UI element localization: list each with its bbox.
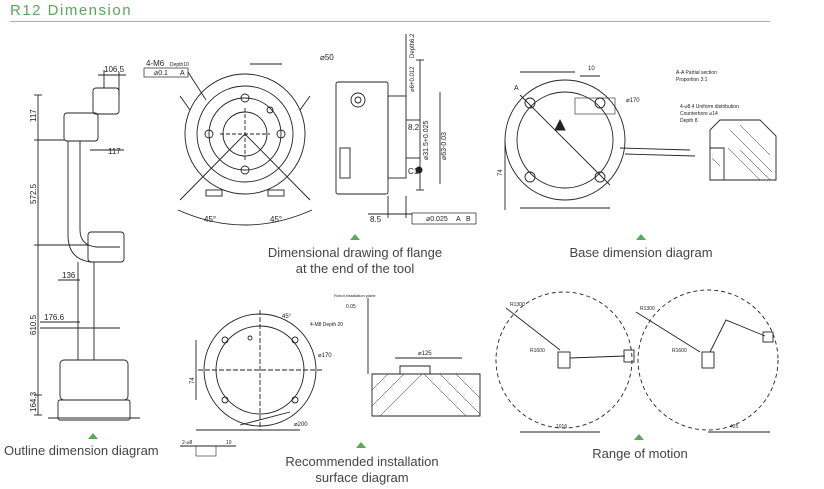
motion-r1: R1300	[510, 302, 525, 308]
dim-136: 136	[62, 271, 76, 280]
motion-caption: Range of motion	[592, 446, 688, 461]
dim-164-3: 164.3	[29, 391, 38, 412]
base-section: A-A Partial section	[676, 70, 717, 76]
base-caption: Base dimension diagram	[569, 245, 713, 260]
flange-runout-b: B	[466, 216, 471, 223]
flange-d31-5: ⌀31.5+0.025	[423, 120, 430, 160]
flange-chamfer: C1	[408, 167, 419, 176]
outline-caption: Outline dimension diagram	[4, 443, 159, 458]
page-title: R12 Dimension	[10, 2, 133, 19]
flange-thread: 4-M6	[146, 59, 165, 68]
flange-caption: Dimensional drawing of flange at the end…	[250, 245, 460, 277]
flange-caption-line1: Dimensional drawing of flange	[267, 245, 443, 260]
flange-pos-datum: A	[180, 70, 185, 77]
flange-pcd: ⌀50	[320, 53, 334, 62]
installation-caption-line1: Recommended installation	[285, 454, 439, 469]
outline-caption-marker	[88, 433, 98, 439]
install-d200: ⌀200	[294, 422, 308, 428]
base-d74: 74	[498, 169, 504, 176]
installation-caption-line2: surface diagram	[315, 470, 409, 485]
install-pins: 2-⌀8	[182, 440, 192, 446]
flange-caption-line2: at the end of the tool	[295, 261, 415, 276]
install-note: Robot installation plane	[334, 293, 376, 298]
flange-d8-5: 8.5	[370, 215, 382, 224]
installation-caption-marker	[356, 442, 366, 448]
install-d10: 10	[226, 440, 232, 446]
dim-610-5: 610.5	[29, 314, 38, 335]
flange-thread-depth: Depth10	[170, 62, 189, 68]
motion-caption-marker	[634, 434, 644, 440]
motion-diagram	[495, 289, 779, 433]
install-flat: 0.05	[346, 304, 356, 310]
base-counterbore: Counterbore ⌀14	[680, 111, 718, 117]
flange-depth-top: Depth6.2	[410, 33, 416, 58]
flange-angle-right: 45°	[270, 215, 282, 224]
install-d125: ⌀125	[418, 351, 432, 357]
flange-angle-left: 45°	[204, 215, 216, 224]
motion-w2: 425	[730, 424, 739, 430]
outline-diagram	[34, 70, 140, 421]
installation-caption: Recommended installation surface diagram	[262, 454, 462, 486]
install-threads: 4-M8 Depth 20	[310, 322, 343, 328]
flange-runout: ⌀0.025	[426, 216, 448, 223]
flange-d63: ⌀63-0.03	[441, 132, 448, 160]
flange-front-view	[143, 63, 313, 226]
dim-117-top: 117	[29, 109, 38, 122]
motion-r2: R1300	[640, 306, 655, 312]
motion-w1: 1016	[556, 424, 567, 430]
dim-176-6: 176.6	[44, 313, 65, 322]
base-diagram	[504, 71, 777, 210]
base-proportion: Proportion 3:1	[676, 77, 708, 83]
base-d10: 10	[588, 66, 595, 72]
install-d74: 74	[190, 377, 196, 384]
install-45: 45°	[282, 314, 292, 320]
flange-d8: 8.2	[408, 123, 420, 132]
dim-572-5: 572.5	[29, 183, 38, 204]
base-counter-depth: Depth 8	[680, 118, 698, 124]
base-holes: 4-⌀8.4 Uniform distribution	[680, 104, 739, 110]
flange-d6: ⌀6+0.012	[410, 66, 416, 92]
motion-d1: R1600	[530, 348, 545, 354]
flange-caption-marker	[350, 234, 360, 240]
install-d170: ⌀170	[318, 353, 332, 359]
flange-side-view	[335, 34, 477, 225]
motion-d2: R1600	[672, 348, 687, 354]
dim-106-5: 106.5	[104, 65, 125, 74]
dim-117-side: 117	[108, 147, 121, 156]
flange-pos-tol: ⌀0.1	[154, 70, 168, 77]
base-d170: ⌀170	[626, 98, 640, 104]
flange-runout-a: A	[456, 216, 461, 223]
base-caption-marker	[636, 234, 646, 240]
base-sec-label: A	[514, 85, 519, 92]
header-divider	[10, 21, 770, 22]
installation-diagram	[180, 298, 481, 457]
